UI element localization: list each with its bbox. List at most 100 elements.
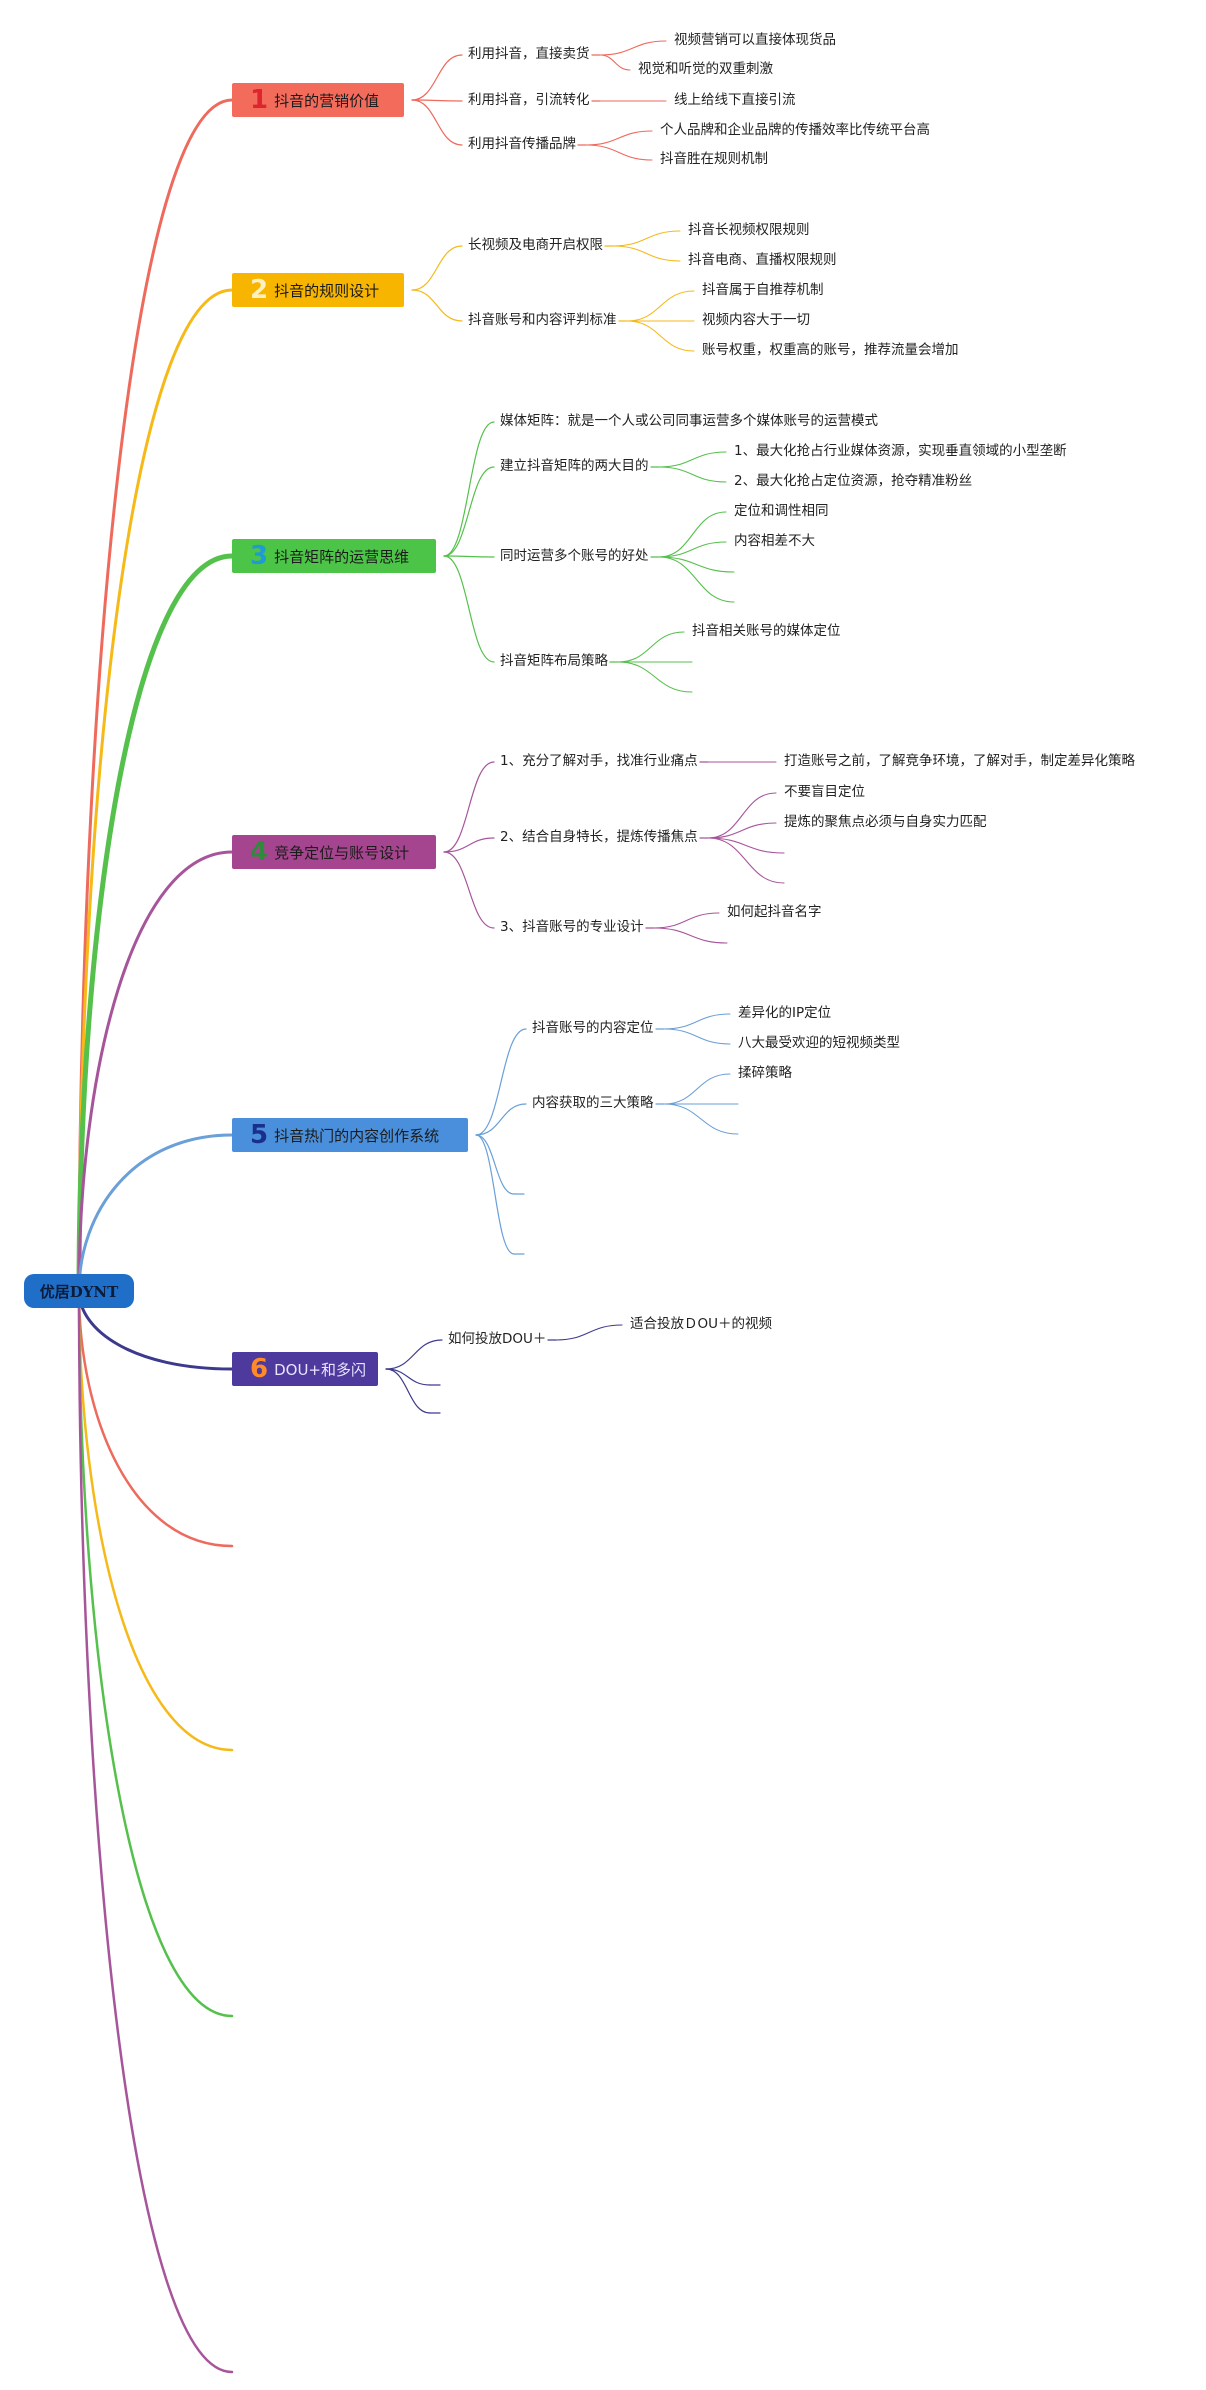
leaf-node[interactable]: 抖音电商、直播权限规则 — [688, 252, 837, 268]
empty-branch-line — [77, 1289, 234, 1548]
branch-connector-4 — [77, 850, 234, 1293]
topic-node[interactable]: 建立抖音矩阵的两大目的 — [500, 458, 649, 474]
branch-number: 1 — [250, 85, 269, 115]
empty-branch-line — [77, 1289, 234, 1752]
child-connector — [443, 555, 495, 558]
leaf-connector — [707, 837, 785, 854]
topic-node[interactable]: 抖音矩阵布局策略 — [500, 653, 608, 669]
child-connector — [443, 555, 495, 663]
branch-label: DOU+和多闪 — [274, 1360, 366, 1379]
child-connector — [443, 851, 495, 929]
child-connector — [385, 1368, 431, 1386]
branch-label: 竞争定位与账号设计 — [274, 843, 410, 862]
branch-node-5[interactable]: 5 抖音热门的内容创作系统 — [232, 1118, 468, 1152]
leaf-node[interactable]: 如何起抖音名字 — [727, 904, 822, 920]
child-connector — [475, 1028, 527, 1136]
leaf-connector — [707, 792, 777, 839]
empty-branch-line — [77, 1289, 234, 2374]
leaf-connector — [626, 320, 695, 352]
branch-connector-3 — [76, 553, 235, 1294]
child-connector — [411, 289, 463, 322]
topic-node[interactable]: 长视频及电商开启权限 — [468, 237, 603, 253]
leaf-node[interactable]: 1、最大化抢占行业媒体资源，实现垂直领域的小型垄断 — [734, 443, 1067, 459]
leaf-node[interactable]: 八大最受欢迎的短视频类型 — [738, 1035, 900, 1051]
branch-number: 6 — [250, 1354, 269, 1384]
leaf-node[interactable]: 视频内容大于一切 — [702, 312, 810, 328]
leaf-connector — [658, 466, 727, 483]
branch-connector-1 — [77, 98, 234, 1293]
topic-node[interactable]: 如何投放DOU＋ — [448, 1331, 547, 1347]
leaf-node[interactable]: 抖音属于自推荐机制 — [702, 282, 824, 298]
leaf-connector — [653, 912, 720, 929]
leaf-node[interactable]: 定位和调性相同 — [734, 503, 829, 519]
child-connector — [385, 1368, 431, 1414]
leaf-node[interactable]: 揉碎策略 — [738, 1065, 792, 1081]
leaf-connector — [658, 556, 735, 603]
leaf-node[interactable]: 内容相差不大 — [734, 533, 815, 549]
topic-node[interactable]: 内容获取的三大策略 — [532, 1095, 654, 1111]
leaf-node[interactable]: 线上给线下直接引流 — [674, 92, 796, 108]
topic-node[interactable]: 3、抖音账号的专业设计 — [500, 919, 644, 935]
topic-node[interactable]: 1、充分了解对手，找准行业痛点 — [500, 753, 698, 769]
branch-node-3[interactable]: 3 抖音矩阵的运营思维 — [232, 539, 436, 573]
topic-node[interactable]: 抖音账号和内容评判标准 — [468, 312, 617, 328]
topic-node[interactable]: 利用抖音，引流转化 — [468, 92, 590, 108]
child-connector — [475, 1134, 515, 1255]
branch-number: 5 — [250, 1120, 269, 1150]
leaf-node[interactable]: 2、最大化抢占定位资源，抢夺精准粉丝 — [734, 473, 973, 489]
branch-node-6[interactable]: 6 DOU+和多闪 — [232, 1352, 378, 1386]
leaf-connector — [585, 144, 653, 161]
leaf-node[interactable]: 抖音胜在规则机制 — [660, 151, 768, 167]
leaf-node[interactable]: 视频营销可以直接体现货品 — [674, 32, 836, 48]
leaf-connector — [663, 1013, 731, 1030]
leaf-connector — [663, 1103, 739, 1135]
leaf-connector — [658, 541, 727, 558]
leaf-connector — [599, 54, 631, 71]
leaf-connector — [653, 927, 728, 944]
topic-node[interactable]: 利用抖音传播品牌 — [468, 136, 576, 152]
child-connector — [443, 837, 495, 853]
leaf-connector — [658, 556, 735, 573]
leaf-connector — [626, 290, 695, 322]
child-connector — [443, 421, 495, 557]
branch-node-4[interactable]: 4 竞争定位与账号设计 — [232, 835, 436, 869]
branch-number: 4 — [250, 837, 269, 867]
child-connector — [411, 245, 463, 291]
topic-node[interactable]: 抖音账号的内容定位 — [532, 1020, 654, 1036]
branch-connector-2 — [77, 288, 234, 1293]
leaf-connector — [658, 511, 727, 558]
leaf-connector — [617, 661, 693, 693]
branch-label: 抖音的规则设计 — [274, 281, 380, 300]
leaf-node[interactable]: 视觉和听觉的双重刺激 — [638, 61, 773, 77]
leaf-connector — [663, 1028, 731, 1045]
leaf-node[interactable]: 抖音相关账号的媒体定位 — [692, 623, 841, 639]
leaf-node[interactable]: 抖音长视频权限规则 — [688, 222, 810, 238]
leaf-node[interactable]: 打造账号之前，了解竞争环境，了解对手，制定差异化策略 — [784, 753, 1135, 769]
leaf-connector — [612, 230, 681, 247]
leaf-connector — [663, 1073, 731, 1105]
child-connector — [385, 1339, 443, 1370]
branch-label: 抖音矩阵的运营思维 — [274, 547, 410, 566]
branch-label: 抖音热门的内容创作系统 — [274, 1126, 440, 1145]
branch-number: 3 — [250, 541, 269, 571]
leaf-node[interactable]: 提炼的聚焦点必须与自身实力匹配 — [784, 814, 987, 830]
root-node[interactable]: 优居DYNT — [24, 1274, 134, 1308]
leaf-node[interactable]: 不要盲目定位 — [784, 784, 865, 800]
leaf-connector — [555, 1324, 623, 1341]
leaf-connector — [612, 245, 681, 262]
leaf-node[interactable]: 账号权重，权重高的账号，推荐流量会增加 — [702, 342, 959, 358]
branch-connector-5 — [77, 1133, 234, 1293]
leaf-node[interactable]: 差异化的IP定位 — [738, 1005, 832, 1021]
topic-node[interactable]: 2、结合自身特长，提炼传播焦点 — [500, 829, 698, 845]
topic-node[interactable]: 同时运营多个账号的好处 — [500, 548, 649, 564]
leaf-connector — [617, 631, 685, 663]
child-connector — [411, 99, 463, 102]
topic-node[interactable]: 媒体矩阵：就是一个人或公司同事运营多个媒体账号的运营模式 — [500, 413, 878, 429]
leaf-node[interactable]: 个人品牌和企业品牌的传播效率比传统平台高 — [660, 122, 930, 138]
topic-node[interactable]: 利用抖音，直接卖货 — [468, 46, 590, 62]
child-connector — [411, 54, 463, 101]
leaf-node[interactable]: 适合投放ＤOU＋的视频 — [630, 1316, 773, 1332]
